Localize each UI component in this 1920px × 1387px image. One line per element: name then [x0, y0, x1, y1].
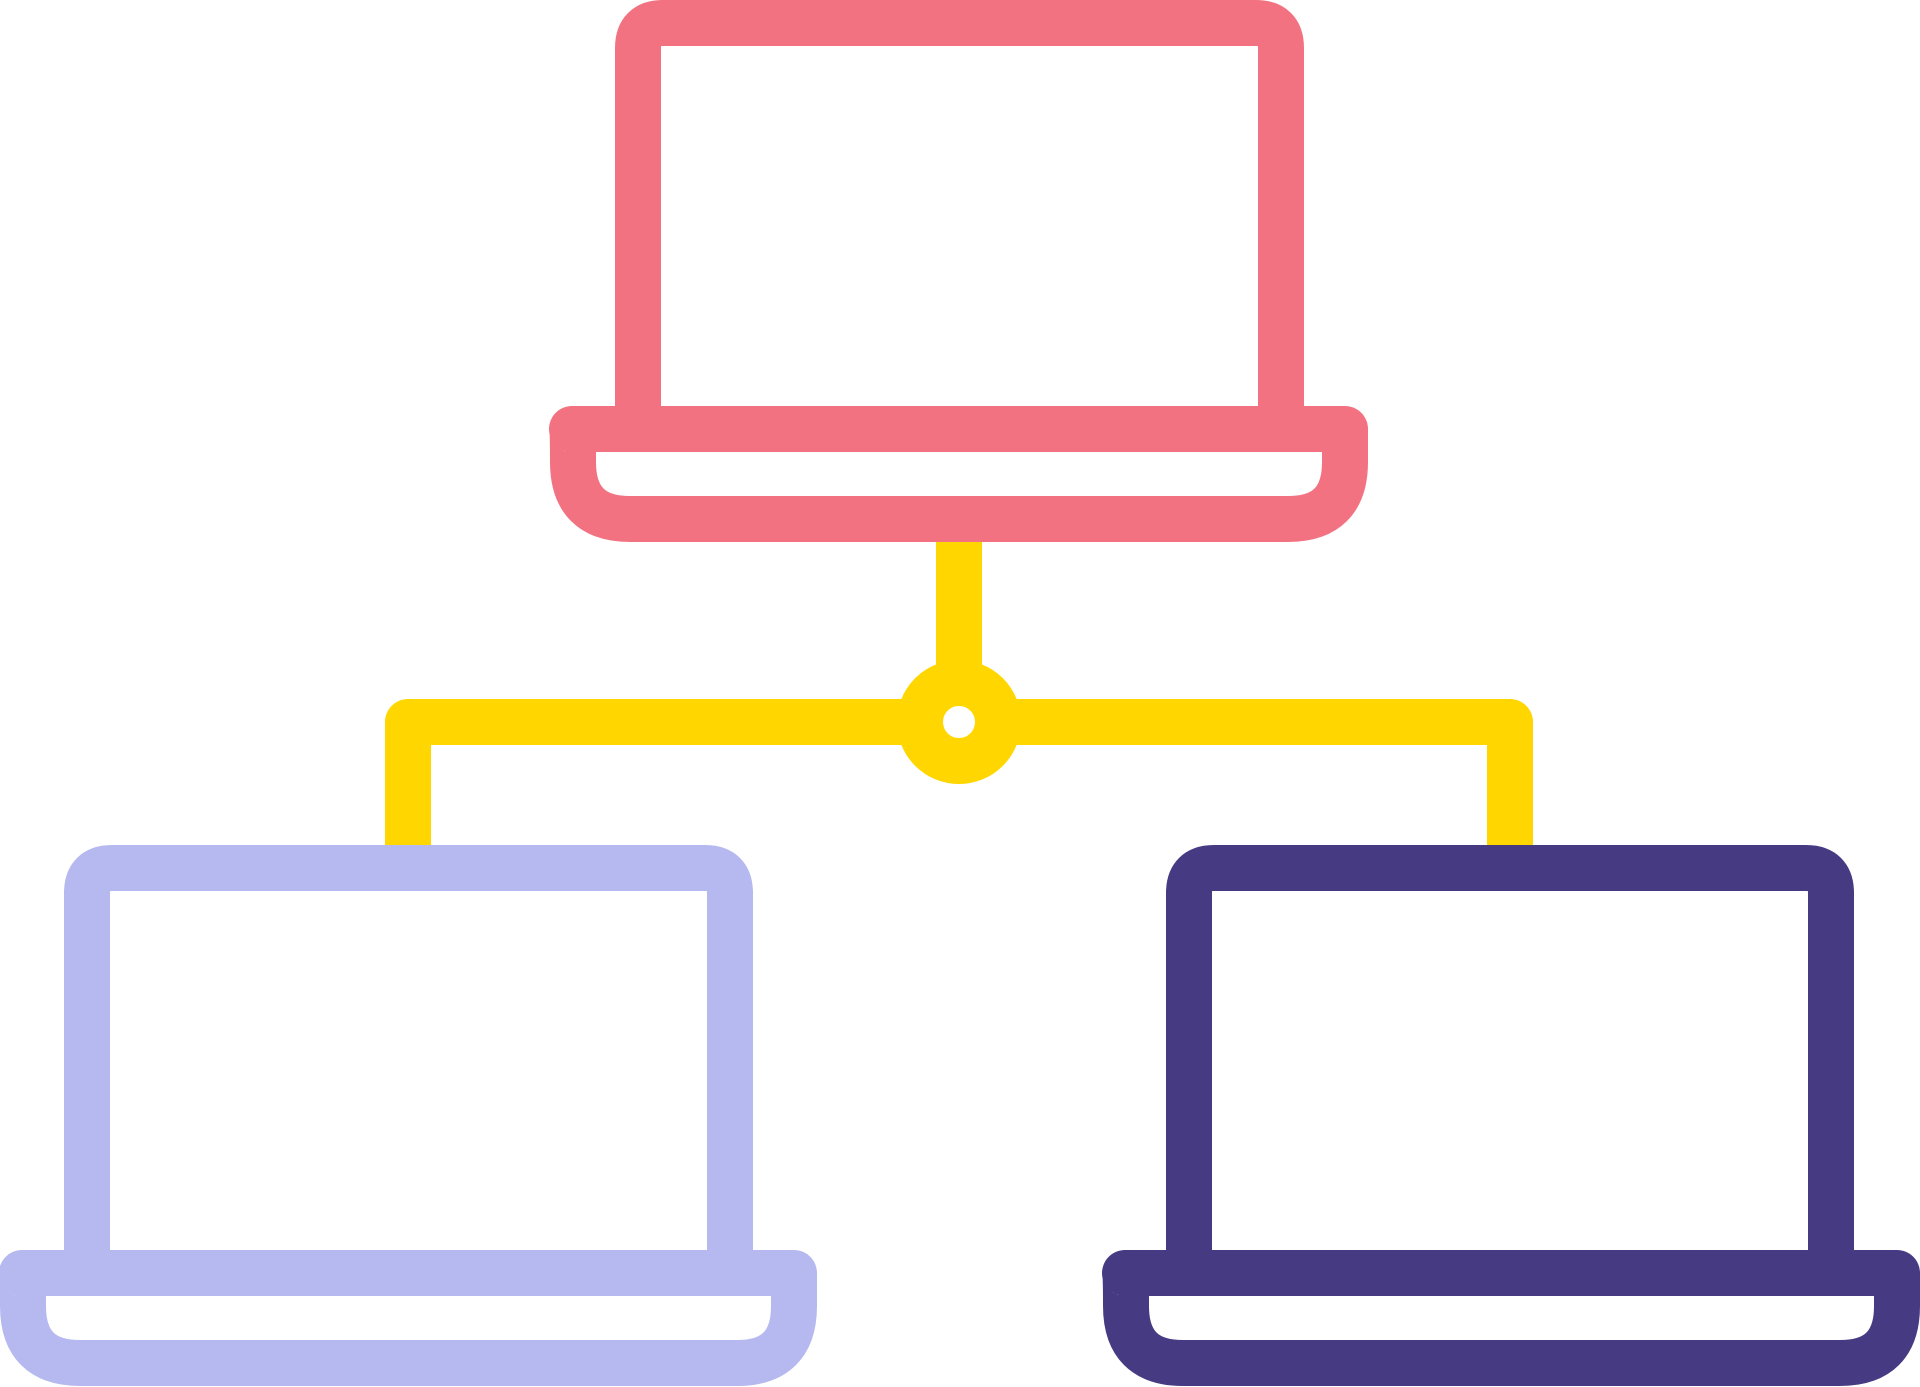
top-laptop-base: [549, 406, 1369, 542]
right-laptop-icon: [1102, 845, 1920, 1386]
left-laptop-base: [0, 1250, 817, 1386]
left-laptop-screen: [64, 845, 753, 1251]
connector-left-line: [385, 699, 912, 846]
top-laptop-screen: [615, 0, 1304, 407]
right-laptop-screen: [1166, 845, 1854, 1251]
network-hub-icon: [897, 660, 1021, 784]
top-laptop-icon: [549, 0, 1369, 542]
network-connector: [385, 540, 1533, 846]
left-laptop-icon: [0, 845, 817, 1386]
right-laptop-base: [1102, 1250, 1920, 1386]
connector-right-line: [1006, 699, 1533, 846]
